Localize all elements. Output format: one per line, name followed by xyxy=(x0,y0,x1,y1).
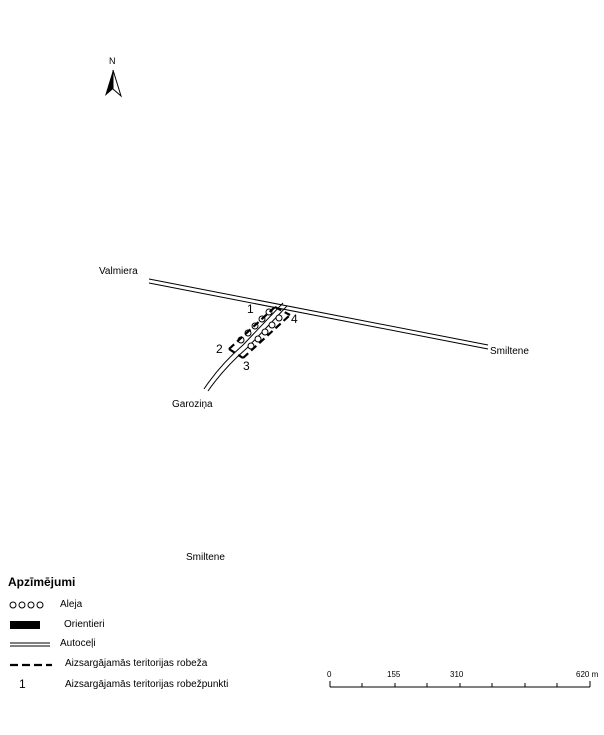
scale-bar xyxy=(329,681,591,688)
scale-label-0: 0 xyxy=(327,670,332,679)
legend-label: Aizsargājamās teritorijas robežpunkti xyxy=(65,679,229,690)
place-label-smiltene-bottom: Smiltene xyxy=(186,552,225,563)
north-letter: N xyxy=(109,56,116,66)
double-line-icon xyxy=(10,642,50,647)
place-label-garozina: Garoziņa xyxy=(172,399,213,410)
scale-label-155: 155 xyxy=(387,670,401,679)
protected-boundary xyxy=(228,306,291,359)
north-arrow-icon xyxy=(105,69,122,98)
main-road xyxy=(148,278,489,350)
legend-label: Autoceļi xyxy=(60,638,96,649)
number-one-icon: 1 xyxy=(19,677,26,691)
scale-label-620: 620 m xyxy=(576,670,599,679)
legend-label: Aizsargājamās teritorijas robeža xyxy=(65,658,208,669)
black-rectangle-icon xyxy=(10,621,40,629)
boundary-point-3: 3 xyxy=(243,359,250,373)
legend-label: Orientieri xyxy=(64,619,105,630)
circles-icon xyxy=(9,601,44,609)
scale-label-310: 310 xyxy=(450,670,464,679)
boundary-point-2: 2 xyxy=(216,342,223,356)
legend-label: Aleja xyxy=(60,599,83,610)
boundary-point-4: 4 xyxy=(291,312,298,326)
legend-title: Apzīmējumi xyxy=(8,575,76,589)
place-label-valmiera: Valmiera xyxy=(99,266,138,277)
place-label-smiltene-road: Smiltene xyxy=(490,346,529,357)
boundary-point-1: 1 xyxy=(247,302,254,316)
legend-symbols xyxy=(9,601,52,667)
side-road-garozina xyxy=(203,302,288,392)
